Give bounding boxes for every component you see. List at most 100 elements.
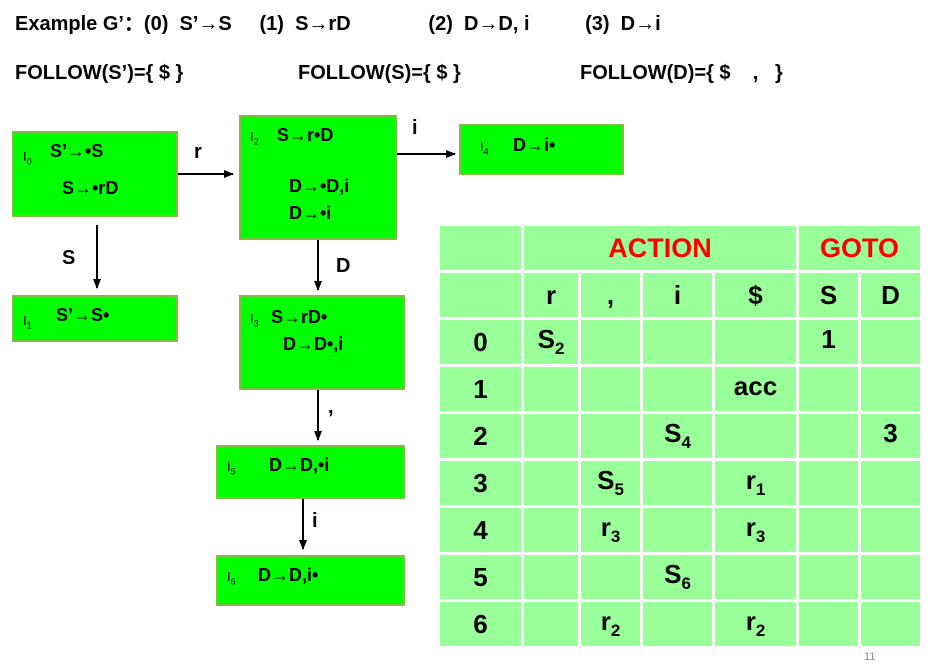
table-cell bbox=[578, 552, 643, 602]
table-cell bbox=[578, 364, 643, 414]
follow-s-prime: FOLLOW(S’)={ $ } bbox=[15, 62, 184, 84]
state-i1-label: I1 bbox=[23, 313, 32, 331]
label-i0-i1: S bbox=[62, 247, 76, 269]
table-cell bbox=[521, 505, 581, 555]
column-header: $ bbox=[712, 270, 799, 320]
table-cell bbox=[640, 458, 715, 508]
label-i0-i2: r bbox=[194, 141, 202, 163]
table-cell bbox=[521, 458, 581, 508]
table-cell: S4 bbox=[640, 411, 715, 461]
goto-header: GOTO bbox=[796, 223, 923, 273]
table-cell bbox=[521, 552, 581, 602]
state-number-cell: 5 bbox=[437, 552, 524, 602]
state-i4: I4 D→i• bbox=[459, 124, 624, 175]
table-cell bbox=[640, 317, 715, 367]
table-cell bbox=[640, 599, 715, 649]
column-corner bbox=[437, 270, 524, 320]
state-number-cell: 1 bbox=[437, 364, 524, 414]
column-header: D bbox=[858, 270, 923, 320]
state-i6: I6 D→D,i• bbox=[216, 555, 405, 606]
state-i6-item-0: D→D,i• bbox=[258, 565, 319, 585]
state-number-cell: 2 bbox=[437, 411, 524, 461]
table-cell: r3 bbox=[578, 505, 643, 555]
table-cell bbox=[712, 317, 799, 367]
table-cell: S5 bbox=[578, 458, 643, 508]
state-i4-item-0: D→i• bbox=[513, 135, 556, 155]
state-i3-item-0: S→rD• bbox=[271, 307, 328, 327]
table-cell: r2 bbox=[712, 599, 799, 649]
label-i2-i4: i bbox=[412, 117, 418, 139]
table-cell bbox=[521, 364, 581, 414]
state-i5-item-0: D→D,•i bbox=[269, 455, 330, 475]
page-number: 11 bbox=[864, 651, 876, 663]
table-cell bbox=[858, 458, 923, 508]
table-cell bbox=[796, 599, 861, 649]
table-cell bbox=[796, 552, 861, 602]
state-i5-label: I5 bbox=[227, 459, 236, 477]
table-cell bbox=[712, 552, 799, 602]
table-cell bbox=[796, 411, 861, 461]
table-cell: S2 bbox=[521, 317, 581, 367]
table-row: 5 S6 bbox=[437, 552, 923, 602]
column-header: i bbox=[640, 270, 715, 320]
state-i0-item-1: S→•rD bbox=[62, 178, 119, 198]
column-header: r bbox=[521, 270, 581, 320]
table-cell bbox=[858, 599, 923, 649]
label-i5-i6: i bbox=[312, 510, 318, 532]
follow-s: FOLLOW(S)={ $ } bbox=[298, 62, 461, 84]
table-cell bbox=[796, 505, 861, 555]
state-i3-label: I3 bbox=[250, 311, 259, 329]
state-i3-item-1: D→D•,i bbox=[283, 334, 344, 354]
table-cell: 1 bbox=[796, 317, 861, 367]
table-row: 3 S5 r1 bbox=[437, 458, 923, 508]
table-cell bbox=[521, 411, 581, 461]
table-cell bbox=[640, 505, 715, 555]
table-column-row: r , i $ S D bbox=[437, 270, 923, 320]
action-header: ACTION bbox=[521, 223, 799, 273]
state-i2: I2 S→r•D D→•D,i D→•i bbox=[239, 115, 397, 240]
state-i1: I1 S’→S• bbox=[12, 295, 178, 342]
label-i3-i5: , bbox=[328, 396, 334, 418]
state-i2-item-2: D→•i bbox=[289, 203, 332, 223]
table-cell bbox=[858, 552, 923, 602]
table-cell bbox=[712, 411, 799, 461]
state-number-cell: 0 bbox=[437, 317, 524, 367]
table-row: 2 S4 3 bbox=[437, 411, 923, 461]
table-cell bbox=[858, 364, 923, 414]
table-cell: r1 bbox=[712, 458, 799, 508]
table-cell bbox=[578, 317, 643, 367]
follow-d: FOLLOW(D)={ $ , } bbox=[580, 62, 783, 84]
table-header-row: ACTION GOTO bbox=[437, 223, 923, 273]
state-i3: I3 S→rD• D→D•,i bbox=[239, 295, 405, 390]
state-i0-item-0: S’→•S bbox=[50, 141, 104, 161]
table-cell: S6 bbox=[640, 552, 715, 602]
state-number-cell: 6 bbox=[437, 599, 524, 649]
state-number-cell: 4 bbox=[437, 505, 524, 555]
table-row: 1 acc bbox=[437, 364, 923, 414]
state-i2-label: I2 bbox=[250, 129, 259, 147]
state-i0-label: I0 bbox=[23, 149, 32, 167]
state-number-cell: 3 bbox=[437, 458, 524, 508]
table-cell bbox=[578, 411, 643, 461]
column-header: S bbox=[796, 270, 861, 320]
table-cell bbox=[796, 458, 861, 508]
state-i2-item-1: D→•D,i bbox=[289, 176, 350, 196]
table-cell bbox=[796, 364, 861, 414]
column-header: , bbox=[578, 270, 643, 320]
label-i2-i3: D bbox=[336, 255, 351, 277]
table-cell: acc bbox=[712, 364, 799, 414]
header-corner bbox=[437, 223, 524, 273]
state-i2-item-0: S→r•D bbox=[277, 125, 334, 145]
state-i0: I0 S’→•S S→•rD bbox=[12, 131, 178, 217]
table-cell bbox=[858, 505, 923, 555]
table-cell: 3 bbox=[858, 411, 923, 461]
state-i5: I5 D→D,•i bbox=[216, 445, 405, 499]
state-i4-label: I4 bbox=[480, 139, 489, 157]
grammar-definition: Example G’：(0) S’→S (1) S→rD (2) D→D, i … bbox=[15, 13, 661, 35]
table-cell bbox=[640, 364, 715, 414]
table-cell bbox=[858, 317, 923, 367]
